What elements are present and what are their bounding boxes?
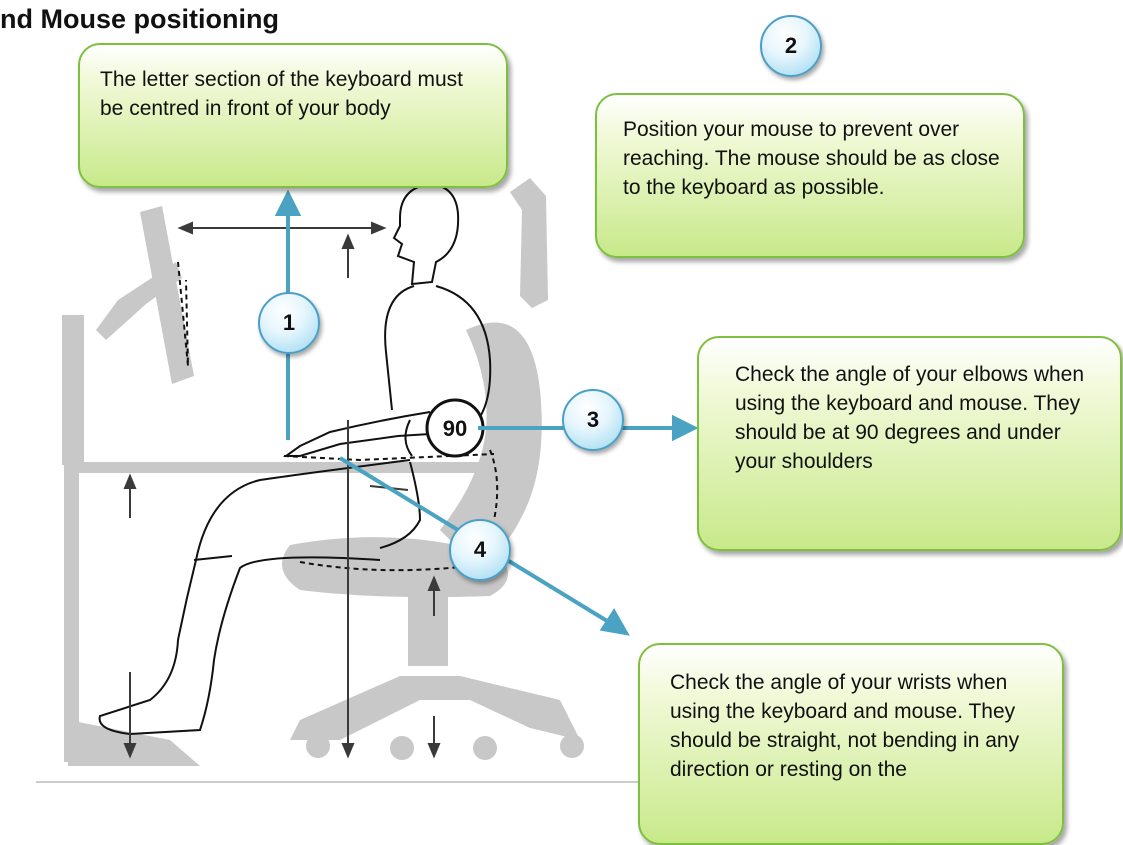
elbow-angle-marker: 90 bbox=[427, 400, 483, 456]
badge-number: 2 bbox=[785, 33, 797, 59]
callout-text: Position your mouse to prevent over reac… bbox=[623, 115, 1001, 202]
desk-top bbox=[64, 462, 488, 473]
step-badge-2: 2 bbox=[760, 15, 822, 77]
monitor-post bbox=[62, 315, 84, 465]
desk-leg bbox=[64, 462, 79, 762]
step-badge-3: 3 bbox=[562, 389, 624, 451]
step-badge-1: 1 bbox=[258, 292, 320, 354]
chair-wheel bbox=[473, 736, 497, 760]
callout-text: Check the angle of your elbows when usin… bbox=[735, 360, 1102, 476]
elbow-angle-label: 90 bbox=[443, 416, 467, 441]
chair-back bbox=[510, 178, 548, 308]
callout-elbow-angle: Check the angle of your elbows when usin… bbox=[697, 336, 1122, 551]
badge-number: 3 bbox=[587, 407, 599, 433]
step-badge-4: 4 bbox=[449, 519, 511, 581]
callout-mouse-position: Position your mouse to prevent over reac… bbox=[595, 93, 1025, 258]
chair-wheel bbox=[306, 734, 330, 758]
callout-text: Check the angle of your wrists when usin… bbox=[670, 668, 1044, 784]
callout-wrist-angle: Check the angle of your wrists when usin… bbox=[638, 643, 1064, 845]
chair-column bbox=[408, 596, 448, 666]
badge-number: 1 bbox=[283, 310, 295, 336]
callout-text: The letter section of the keyboard must … bbox=[100, 65, 484, 123]
chair-wheel bbox=[390, 736, 414, 760]
badge-number: 4 bbox=[474, 537, 486, 563]
callout-keyboard-centred: The letter section of the keyboard must … bbox=[78, 43, 508, 188]
chair-wheel bbox=[560, 734, 584, 758]
